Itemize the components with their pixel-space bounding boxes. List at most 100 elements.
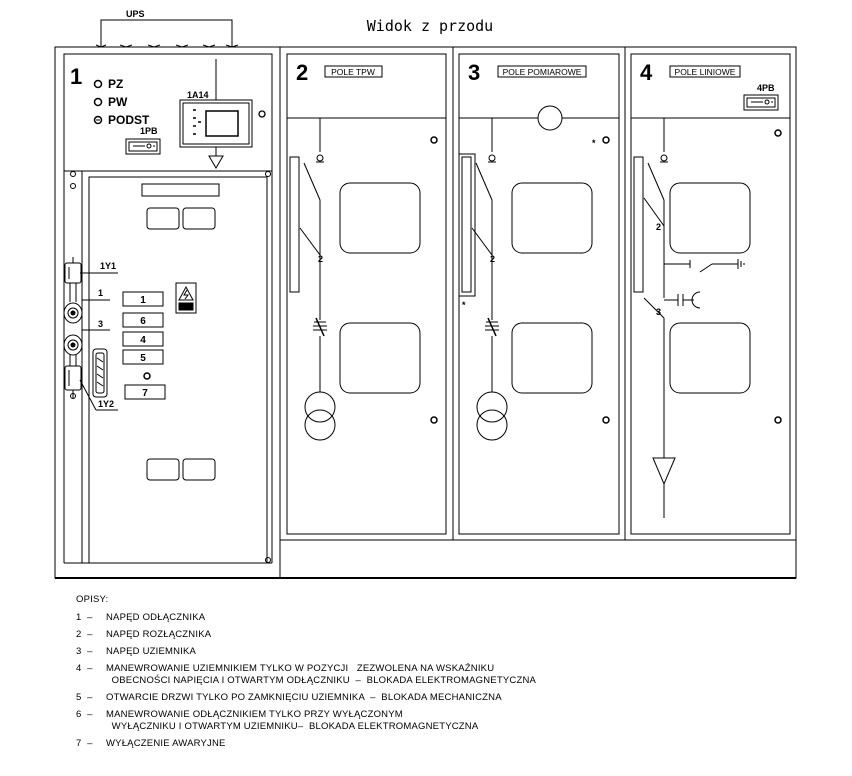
panel-3-lock-icon xyxy=(602,136,610,144)
panel-4-window-top xyxy=(669,182,751,254)
key-box-5: 5 xyxy=(122,349,164,365)
switchgear-front-view: Widok z przodu UPS 1 PZ PW PODST 1PB xyxy=(54,9,797,579)
panel-3-name: POLE POMIAROWE xyxy=(503,67,582,77)
legend-item-text: OTWARCIE DRZWI TYLKO PO ZAMKNIĘCIU UZIEM… xyxy=(106,692,502,703)
panel-3-lock-icon xyxy=(602,416,610,424)
panel-4-switch-label: 2 xyxy=(656,222,661,232)
label-1y1: 1Y1 xyxy=(100,261,116,271)
controller-1a14 xyxy=(179,99,253,148)
door-handle[interactable] xyxy=(92,348,108,398)
panel-3-busbar-frame xyxy=(458,153,476,297)
panel-4-lock-icon xyxy=(774,129,782,137)
panel-3-window-bottom xyxy=(511,322,593,394)
legend-item: 1 – NAPĘD ODŁĄCZNIKA xyxy=(76,612,776,624)
panel-4-earth-label: 3 xyxy=(656,307,661,317)
panel-2-window-top xyxy=(339,182,421,254)
key-box-4: 4 xyxy=(122,331,164,347)
legend-item-number: 1 – xyxy=(76,612,93,623)
legend-item-number: 6 – xyxy=(76,709,93,720)
emergency-lamp-icon xyxy=(143,372,151,380)
key-6-label: 6 xyxy=(140,316,146,327)
legend-item-number: 2 – xyxy=(76,629,93,640)
pushbutton-4pb-icon xyxy=(743,94,779,111)
legend-item-number: 5 – xyxy=(76,692,93,703)
legend-item: 2 – NAPĘD ROZŁĄCZNIKA xyxy=(76,629,776,641)
panel-4-name: POLE LINIOWE xyxy=(675,67,736,77)
label-1a14: 1A14 xyxy=(187,90,209,100)
lamp-pw-icon xyxy=(93,97,103,107)
legend-header: OPISY: xyxy=(76,594,109,605)
legend-item-text: MANEWROWANIE UZIEMNIKIEM TYLKO W POZYCJI… xyxy=(106,663,537,686)
panel-3-single-line xyxy=(471,118,508,441)
legend-item-text: NAPĘD ODŁĄCZNIKA xyxy=(106,612,206,623)
ups-cable xyxy=(100,19,233,47)
panel-2-name: POLE TPW xyxy=(331,67,375,77)
panel-2-single-line xyxy=(299,118,336,441)
indicator-pw-label: PW xyxy=(108,95,128,109)
drawing-title: Widok z przodu xyxy=(367,17,493,35)
panel-3: 3 POLE POMIAROWE * * 2 xyxy=(458,53,620,535)
drive-socket-3-icon[interactable] xyxy=(63,334,83,366)
key-box-1: 1 xyxy=(122,291,164,307)
legend-item: 7 – WYŁĄCZENIE AWARYJNE xyxy=(76,738,776,750)
indicator-podst-label: PODST xyxy=(108,113,150,127)
actuator-1y2 xyxy=(64,365,97,411)
label-drive-1: 1 xyxy=(98,288,103,298)
legend-item-number: 3 – xyxy=(76,646,93,657)
door-window-bottom-right xyxy=(182,458,216,481)
lamp-podst-icon xyxy=(93,115,103,125)
door-window-top-left xyxy=(146,207,180,230)
panel-4-number: 4 xyxy=(640,60,653,85)
panel-2-busbar xyxy=(289,156,300,293)
rail-screw-icon xyxy=(70,171,76,177)
warning-sign-icon xyxy=(175,282,197,314)
legend-item: 3 – NAPĘD UZIEMNIKA xyxy=(76,646,776,658)
label-drive-3: 3 xyxy=(98,319,103,329)
panel-2-lock-icon xyxy=(430,136,438,144)
door-window-top-right xyxy=(182,207,216,230)
panel-4-window-bottom xyxy=(669,322,751,394)
door-hinge-icon xyxy=(265,557,271,563)
key-box-6: 6 xyxy=(122,312,164,328)
controller-screw-icon xyxy=(258,110,266,118)
legend-item-number: 4 – xyxy=(76,663,93,674)
panel-4: 4 POLE LINIOWE 4PB xyxy=(630,53,791,535)
legend-item: 4 – MANEWROWANIE UZIEMNIKIEM TYLKO W POZ… xyxy=(76,663,776,687)
door-hinge-icon xyxy=(265,171,271,177)
label-1pb: 1PB xyxy=(140,126,158,136)
panel-3-busbar xyxy=(461,156,472,293)
switchgear-frame xyxy=(54,46,797,579)
legend: OPISY: 1 – NAPĘD ODŁĄCZNIKA 2 – NAPĘD RO… xyxy=(76,594,776,755)
panel-3-star-label: * xyxy=(592,138,596,148)
panel-1-nameplate xyxy=(141,183,220,197)
door-window-bottom-left xyxy=(146,458,180,481)
panel-2-lock-icon xyxy=(430,416,438,424)
drive-socket-1-icon[interactable] xyxy=(63,283,83,324)
panel-3-switch-label: 2 xyxy=(490,254,495,264)
rail-screw-icon xyxy=(70,183,76,189)
panel-2-number: 2 xyxy=(296,60,308,85)
key-7-label: 7 xyxy=(142,388,148,399)
key-1-label: 1 xyxy=(140,295,146,306)
label-1y2: 1Y2 xyxy=(98,399,114,409)
panel-1-number: 1 xyxy=(70,64,82,89)
panel-3-number: 3 xyxy=(468,60,480,85)
panel-3-window-top xyxy=(511,182,593,254)
panel-4-single-line xyxy=(643,118,745,518)
panel-1-door xyxy=(88,176,268,564)
lamp-pz-icon xyxy=(93,79,103,89)
panel-4-lock-icon xyxy=(774,416,782,424)
panel-2: 2 POLE TPW 2 xyxy=(286,53,447,535)
legend-item-text: NAPĘD ROZŁĄCZNIKA xyxy=(106,629,212,640)
ups-label: UPS xyxy=(126,9,145,19)
key-box-7: 7 xyxy=(124,384,166,400)
panel-4-busbar xyxy=(633,156,644,293)
key-4-label: 4 xyxy=(140,335,146,346)
panel-2-window-bottom xyxy=(339,322,421,394)
arrow-down-icon xyxy=(208,155,224,169)
actuator-1y1 xyxy=(64,257,96,284)
legend-item-number: 7 – xyxy=(76,738,93,749)
key-5-label: 5 xyxy=(140,353,146,364)
pushbutton-1pb-icon xyxy=(125,138,161,155)
panel-3-star-bottom: * xyxy=(462,300,466,310)
